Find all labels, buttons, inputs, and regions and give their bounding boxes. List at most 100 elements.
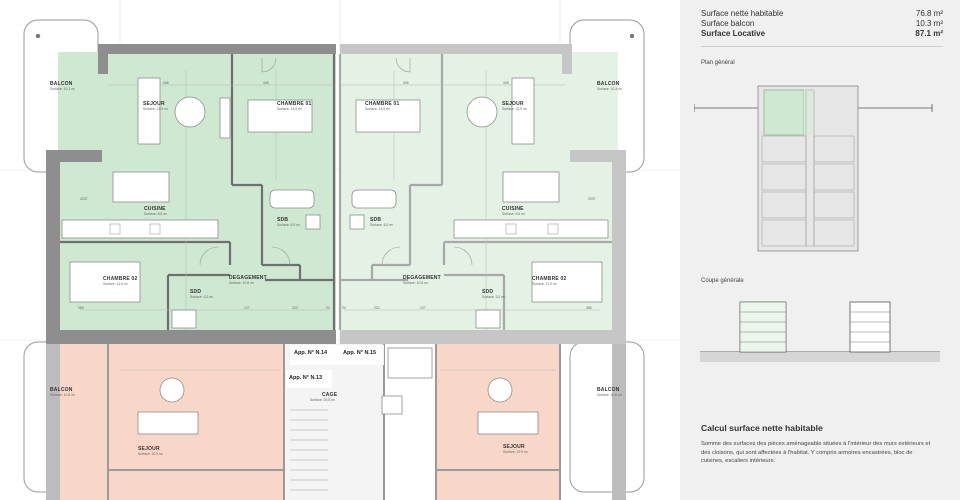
summary-label: Surface Locative	[701, 29, 766, 38]
summary-row-surface-locative: Surface Locative 87.1 m²	[701, 29, 943, 38]
room-labels: BALCON Surface: 10.3 m² SEJOUR Surface: …	[50, 81, 623, 456]
room-area: Surface: 8.5 m²	[144, 212, 168, 216]
dimension-value: 365	[586, 306, 592, 310]
room-label: BALCON	[597, 387, 620, 393]
elevator-shaft	[387, 347, 433, 379]
info-panel: Surface nette habitable 76.8 m² Surface …	[680, 0, 960, 500]
room-area: Surface: 10.3 m²	[50, 87, 76, 91]
bed-chambre02-left	[69, 261, 141, 303]
bed-chambre01-right	[355, 99, 421, 133]
calc-description: Somme des surfaces des pièces aménageabl…	[701, 441, 931, 465]
shower-left	[171, 309, 197, 329]
coffee-table-bottom-left	[159, 377, 185, 403]
dimension-value: 365	[78, 306, 84, 310]
room-area: Surface: 3.2 m²	[190, 295, 214, 299]
coffee-table-right	[466, 96, 498, 128]
room-label: SDD	[482, 289, 493, 295]
room-label: SEJOUR	[502, 101, 524, 107]
floor-plan: BALCON Surface: 10.3 m² SEJOUR Surface: …	[0, 0, 680, 500]
interior-walls-left	[60, 54, 336, 330]
room-area: Surface: 10.6 m²	[597, 393, 623, 397]
room-area: Surface: 10.6 m²	[403, 281, 429, 285]
summary-row-surface-nette: Surface nette habitable 76.8 m²	[701, 9, 943, 18]
staircase	[290, 409, 328, 491]
room-label: SDD	[190, 289, 201, 295]
room-area: Surface: 3.2 m²	[482, 295, 506, 299]
sink-left	[305, 214, 321, 230]
room-label: DEGAGEMENT	[229, 275, 267, 281]
bathtub-left	[269, 189, 315, 209]
room-area: Surface: 14.5 m²	[365, 107, 391, 111]
bathtub-right	[351, 189, 397, 209]
dimension-value: 127	[244, 306, 250, 310]
room-label: CUISINE	[144, 206, 166, 212]
summary-label: Surface balcon	[701, 19, 755, 28]
balcony-drains	[35, 33, 635, 39]
summary-value: 87.1 m²	[915, 29, 943, 38]
dimension-value: 24	[326, 306, 330, 310]
site-plan-thumbnail	[694, 85, 933, 252]
room-label: SEJOUR	[138, 446, 160, 452]
dining-table-right	[502, 171, 560, 203]
sofa-right	[511, 77, 535, 145]
room-area: Surface: 11.9 m²	[103, 282, 129, 286]
dimension-texts: 406 406 406 406 365 365 2037 2037 127 12…	[78, 81, 596, 310]
dimension-value: 2037	[588, 197, 596, 201]
room-area: Surface: 10.6 m²	[50, 393, 76, 397]
room-label: SDB	[370, 217, 381, 223]
bed-chambre02-right	[531, 261, 603, 303]
room-label: BALCON	[50, 81, 73, 87]
room-label: CHAMBRE 02	[103, 276, 138, 282]
room-label: CUISINE	[502, 206, 524, 212]
calc-title: Calcul surface nette habitable	[701, 423, 823, 433]
room-area: Surface: 8.5 m²	[502, 212, 526, 216]
sofa-bottom-left	[137, 411, 199, 435]
room-label: BALCON	[50, 387, 73, 393]
door-swings	[199, 57, 473, 266]
balcony-bottom-right	[569, 341, 645, 493]
exterior-walls	[46, 44, 626, 500]
room-area: Surface: 22.9 m²	[143, 107, 169, 111]
bed-chambre01-left	[247, 99, 313, 133]
kitchen-counters	[61, 219, 609, 239]
room-label: CHAMBRE 02	[532, 276, 567, 282]
coffee-table-left	[174, 96, 206, 128]
section-title-coupe-generale: Coupe générale	[701, 278, 744, 284]
interior-walls-right	[338, 54, 612, 330]
apartment-number: App. N° N.13	[289, 375, 322, 381]
section-title-plan-general: Plan général	[701, 60, 735, 66]
coffee-table-bottom-right	[487, 377, 513, 403]
dimension-value: 406	[263, 81, 269, 85]
shower-right	[475, 309, 501, 329]
room-label: CHAMBRE 01	[365, 101, 400, 107]
room-label: SEJOUR	[143, 101, 165, 107]
room-area: Surface: 22.9 m²	[502, 107, 528, 111]
room-label: CHAMBRE 01	[277, 101, 312, 107]
room-area: Surface: 10.6 m²	[229, 281, 255, 285]
room-label: SDB	[277, 217, 288, 223]
furniture	[69, 77, 603, 435]
room-area: Surface: 10.3 m²	[597, 87, 623, 91]
sink-right	[349, 214, 365, 230]
apartment-number: App. N° N.14	[294, 350, 328, 356]
room-area: Surface: 14.5 m²	[277, 107, 303, 111]
room-area: Surface: 11.9 m²	[532, 282, 558, 286]
dimension-value: 222	[374, 306, 380, 310]
apartment-number: App. N° N.15	[343, 350, 376, 356]
sofa-left	[137, 77, 161, 145]
apartment-labels: App. N° N.14 App. N° N.15 App. N° N.13	[286, 345, 384, 388]
room-label: DEGAGEMENT	[403, 275, 441, 281]
dimension-value: 406	[403, 81, 409, 85]
duct	[381, 395, 403, 415]
sofa-bottom-right	[477, 411, 539, 435]
summary-value: 76.8 m²	[915, 9, 943, 18]
section-thumbnail	[700, 301, 940, 362]
dimension-value: 222	[292, 306, 298, 310]
dimension-value: 24	[342, 306, 346, 310]
dimension-value: 2037	[80, 197, 88, 201]
summary-row-surface-balcon: Surface balcon 10.3 m²	[701, 19, 943, 28]
room-label: CAGE	[322, 392, 338, 398]
divider	[701, 46, 943, 47]
room-label: SEJOUR	[503, 444, 525, 450]
interior-walls-bottom	[107, 344, 561, 500]
